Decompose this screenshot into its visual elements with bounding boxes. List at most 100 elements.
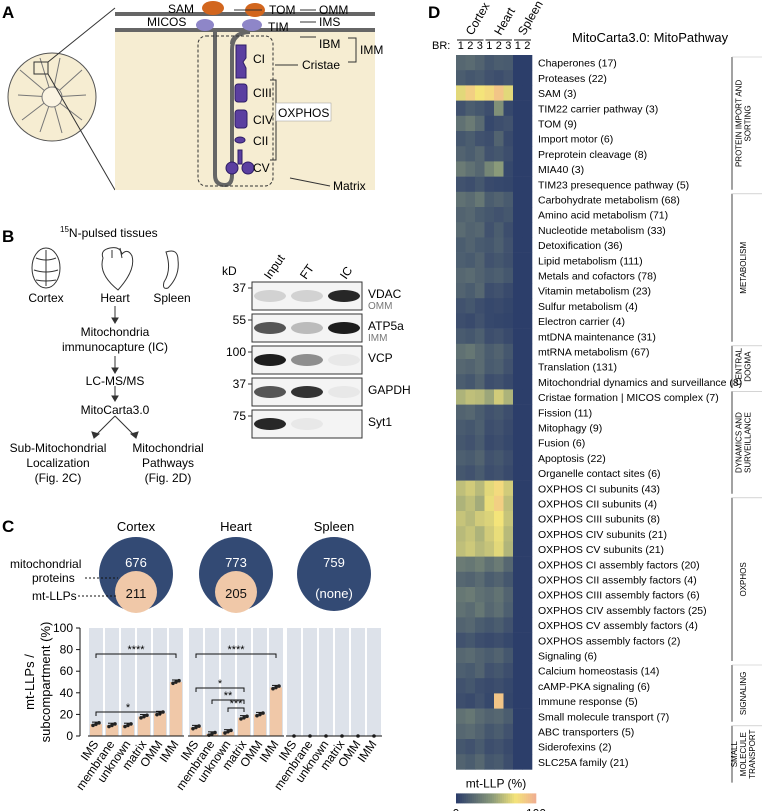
heatmap-group-label: MOLECULE [739,732,748,776]
heatmap-cell [475,739,485,755]
heatmap-cell [456,526,466,542]
heatmap-row-label: TIM22 carrier pathway (3) [538,103,658,115]
heatmap-cell [484,85,495,101]
heatmap-cell [484,693,495,709]
heatmap-cell [503,131,514,147]
label-cristae: Cristae [302,58,340,72]
heatmap-cell [456,693,466,709]
blot-band [328,354,360,366]
legend-swatch [512,793,515,804]
bar-heart-unknown [221,731,235,736]
bar-lane [137,628,151,736]
heatmap-cell [475,587,485,603]
legend-swatch [528,793,531,804]
heatmap-cell [484,465,495,481]
heatmap-cell [465,419,476,436]
venn-count-outer-cortex: 676 [125,555,147,570]
heatmap-rep-3: 1 [486,40,492,52]
heatmap-cell [475,85,485,101]
heatmap-cell [456,419,466,436]
heatmap-cell [484,480,495,497]
label-civ: CIV [253,113,273,127]
heatmap-cell [456,207,466,223]
brain-icon [31,247,61,289]
heatmap-cell [513,450,523,466]
data-point [94,722,98,726]
significance-bracket [211,699,245,704]
heatmap-cell [465,343,476,360]
venn-outer-spleen [297,537,371,611]
heatmap-cell [465,161,476,177]
bar-cortex-IMM [169,682,183,736]
data-point [129,722,133,726]
branch-right-1: Mitochondrial [132,441,203,455]
heatmap-cell [475,115,485,132]
heatmap-cell [475,511,485,527]
heatmap-row-label: Electron carrier (4) [538,316,625,328]
heatmap-cell [522,146,533,162]
bar-lane [105,628,119,736]
heatmap-cell [522,191,533,208]
heatmap-cell [475,419,485,436]
heatmap-cell [465,85,476,101]
heatmap-cell [522,389,533,405]
heatmap-cell [475,146,485,162]
tim-complex-icon [242,19,262,31]
heatmap-cell [484,207,495,223]
heatmap-cell [456,85,466,101]
heatmap-cell [513,404,523,421]
heatmap-cell [513,693,523,709]
legend-swatch [460,793,463,804]
heatmap-cell [522,404,533,421]
heatmap-cell [456,556,466,573]
heatmap-cell [475,663,485,679]
heatmap-cell [503,374,514,390]
heatmap-cell [503,708,514,725]
heatmap-cell [503,541,514,557]
data-point [177,678,181,683]
heatmap-cell [494,191,504,208]
heatmap-cell [503,511,514,527]
heatmap-cell [494,115,504,132]
significance-bracket [95,653,177,658]
heatmap-cell [475,723,485,740]
heatmap-cell [503,115,514,132]
blot-sub-vdac: OMM [368,301,392,312]
branch-right-3: (Fig. 2D) [145,471,192,485]
heatmap-row-label: Proteases (22) [538,73,607,85]
heatmap-cell [475,359,485,375]
heatmap-cell [456,343,466,360]
heatmap-cell [465,283,476,299]
heatmap-cell [475,283,485,299]
sam-complex-icon [202,1,224,15]
heatmap-row-label: TOM (9) [538,119,577,131]
data-point [274,685,278,690]
heatmap-cell [484,617,495,633]
data-point [107,724,111,729]
legend-swatch [470,793,473,804]
heatmap-group-label: SIGNALING [739,672,748,716]
tissue-label-cortex: Cortex [28,291,63,305]
complex-ii-icon [234,136,246,144]
heatmap-row-label: OXPHOS CI assembly factors (20) [538,559,700,571]
heatmap-cell [465,663,476,679]
heatmap-cell [494,693,504,709]
blot-band [254,290,286,302]
heatmap-cell [456,267,466,284]
heatmap-cell [494,663,504,679]
heatmap-row-label: Fusion (6) [538,438,585,450]
heatmap-cell [503,237,514,253]
heatmap-cell [494,267,504,284]
heatmap-row-label: Siderofexins (2) [538,742,612,754]
heatmap-cell [475,222,485,238]
heatmap-cell [475,313,485,329]
heatmap-cell [513,511,523,527]
heatmap-cell [484,419,495,436]
heatmap-cell [513,723,523,740]
heatmap-cell [503,647,514,664]
oxphos-complexes [225,44,255,175]
label-imm: IMM [360,43,383,57]
micos-complex-icon [196,19,214,31]
legend-swatch [462,793,465,804]
